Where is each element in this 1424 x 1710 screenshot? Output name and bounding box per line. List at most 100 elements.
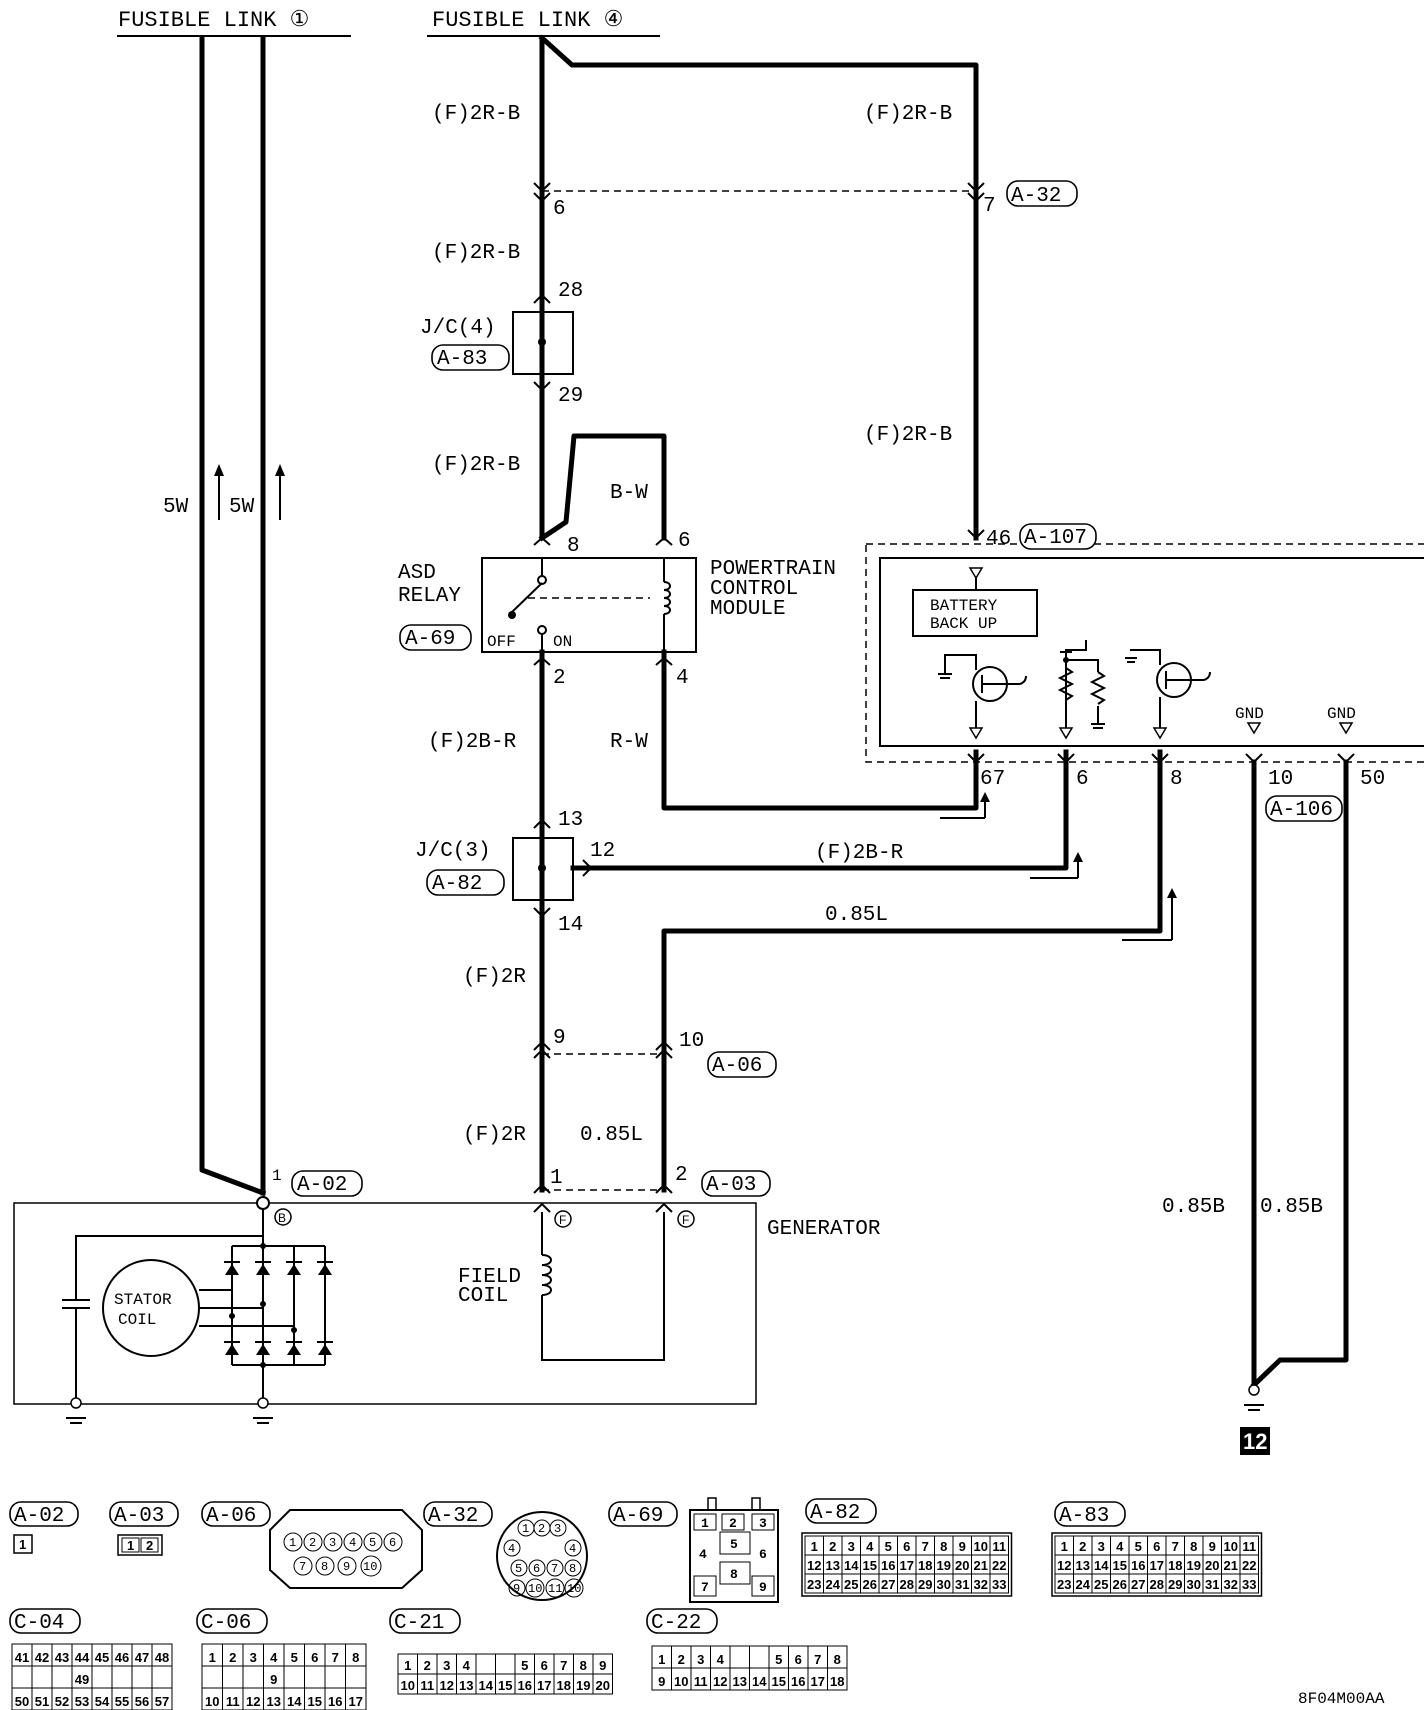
field-coil-label-2: COIL	[458, 1285, 508, 1308]
diode-row-top	[224, 1261, 333, 1275]
svg-text:14: 14	[1094, 1558, 1109, 1573]
svg-text:16: 16	[791, 1674, 805, 1689]
legend-a02-label: A-02	[14, 1505, 64, 1528]
pin-6-pcm: 6	[1076, 768, 1089, 791]
pin-13: 13	[558, 809, 583, 832]
svg-text:29: 29	[1168, 1577, 1182, 1592]
svg-text:2: 2	[829, 1539, 836, 1554]
wire-label-085l-2: 0.85L	[580, 1124, 643, 1147]
svg-text:7: 7	[332, 1650, 339, 1665]
svg-text:49: 49	[75, 1672, 89, 1687]
svg-text:3: 3	[848, 1539, 855, 1554]
pin-8-pcm: 8	[1170, 768, 1183, 791]
pin-1-a03: 1	[550, 1167, 563, 1190]
fusible-link-4-wires: (F)2R-B (F)2R-B 6 7 A-32 (F)2R-B (F)2R-B…	[432, 34, 1078, 541]
junction-connector-4: 28 29 J/C(4) A-83	[420, 280, 583, 408]
wire-label-085b-1: 0.85B	[1162, 1196, 1225, 1219]
connector-a02-ref: A-02	[297, 1174, 347, 1197]
svg-text:1: 1	[289, 1536, 296, 1550]
svg-text:2: 2	[678, 1652, 685, 1667]
svg-text:13: 13	[267, 1694, 281, 1709]
svg-text:2: 2	[538, 1522, 545, 1536]
svg-text:1: 1	[19, 1537, 26, 1552]
svg-text:45: 45	[95, 1650, 109, 1665]
generator: B F F GENERATOR	[13, 1196, 881, 1424]
svg-text:7: 7	[560, 1658, 567, 1673]
svg-text:31: 31	[955, 1577, 969, 1592]
svg-text:12: 12	[713, 1674, 727, 1689]
svg-text:2: 2	[229, 1650, 236, 1665]
svg-text:7: 7	[551, 1562, 558, 1576]
svg-text:3: 3	[250, 1650, 257, 1665]
svg-text:3: 3	[554, 1522, 561, 1536]
svg-text:10: 10	[674, 1674, 688, 1689]
svg-text:17: 17	[349, 1694, 363, 1709]
svg-text:13: 13	[1076, 1558, 1090, 1573]
svg-text:1: 1	[404, 1658, 411, 1673]
svg-text:16: 16	[518, 1678, 532, 1693]
svg-text:8: 8	[1190, 1539, 1197, 1554]
svg-text:23: 23	[1057, 1577, 1071, 1592]
svg-text:27: 27	[1131, 1577, 1145, 1592]
pin-14: 14	[558, 914, 583, 937]
svg-text:9: 9	[270, 1672, 277, 1687]
svg-text:10: 10	[401, 1678, 415, 1693]
svg-text:2: 2	[146, 1538, 153, 1553]
fusible-link-4-label: FUSIBLE LINK ④	[432, 8, 623, 33]
stator-label-2: COIL	[118, 1311, 156, 1329]
wire-label-5w-right: 5W	[229, 496, 255, 519]
gnd-label-2: GND	[1327, 705, 1356, 723]
svg-text:41: 41	[15, 1650, 29, 1665]
svg-text:5: 5	[885, 1539, 892, 1554]
svg-text:1: 1	[658, 1652, 665, 1667]
svg-text:6: 6	[533, 1562, 540, 1576]
svg-text:5: 5	[730, 1537, 738, 1552]
svg-text:5: 5	[521, 1658, 528, 1673]
svg-text:22: 22	[992, 1558, 1006, 1573]
wire-label-rw: R-W	[610, 731, 648, 754]
svg-text:9: 9	[513, 1582, 520, 1596]
svg-text:16: 16	[881, 1558, 895, 1573]
svg-text:15: 15	[863, 1558, 877, 1573]
connector-a107-ref: A-107	[1024, 527, 1087, 550]
svg-text:4: 4	[699, 1547, 707, 1562]
wire-label-2r-2: (F)2R	[463, 1124, 526, 1147]
svg-text:8: 8	[569, 1562, 576, 1576]
pin-29: 29	[558, 385, 583, 408]
svg-text:53: 53	[75, 1694, 89, 1709]
legend-c04-label: C-04	[14, 1612, 64, 1635]
svg-text:29: 29	[918, 1577, 932, 1592]
pin-6-a32: 6	[553, 198, 566, 221]
svg-text:4: 4	[270, 1650, 278, 1665]
svg-text:28: 28	[900, 1577, 914, 1592]
diagram-code: 8F04M00AA	[1298, 1690, 1385, 1708]
svg-text:54: 54	[95, 1694, 110, 1709]
svg-text:57: 57	[155, 1694, 169, 1709]
svg-text:14: 14	[479, 1678, 494, 1693]
terminal-f-label-1: F	[559, 1213, 566, 1227]
jc3-label: J/C(3)	[415, 840, 491, 863]
svg-text:9: 9	[343, 1560, 350, 1574]
svg-text:20: 20	[596, 1678, 610, 1693]
svg-text:14: 14	[752, 1674, 767, 1689]
svg-text:23: 23	[807, 1577, 821, 1592]
asd-label-1: ASD	[398, 562, 436, 585]
svg-text:28: 28	[1150, 1577, 1164, 1592]
svg-text:4: 4	[349, 1536, 356, 1550]
svg-text:8: 8	[834, 1652, 841, 1667]
svg-text:33: 33	[992, 1577, 1006, 1592]
svg-text:10: 10	[363, 1560, 377, 1574]
svg-text:11: 11	[1242, 1539, 1256, 1554]
legend-c21-label: C-21	[394, 1612, 444, 1635]
connector-a32-ref: A-32	[1011, 185, 1061, 208]
svg-text:9: 9	[658, 1674, 665, 1689]
pin-8-asd: 8	[567, 535, 580, 558]
svg-text:2: 2	[424, 1658, 431, 1673]
fusible-link-4: FUSIBLE LINK ④	[427, 8, 660, 37]
pin-46: 46	[986, 528, 1011, 551]
svg-text:18: 18	[830, 1674, 844, 1689]
fusible-link-1: FUSIBLE LINK ①	[117, 8, 351, 37]
svg-text:6: 6	[1153, 1539, 1160, 1554]
svg-text:4: 4	[1116, 1539, 1124, 1554]
